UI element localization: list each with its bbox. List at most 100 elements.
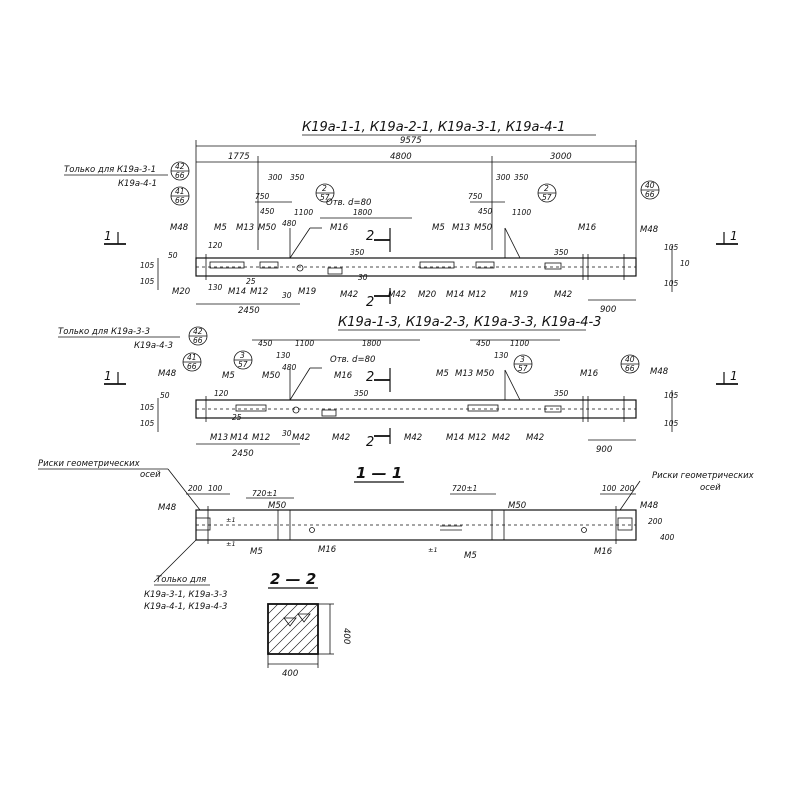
dim-3000: 3000 [550, 152, 572, 162]
leader-axis-left [167, 468, 201, 511]
note-k19a-43: К19а-4-3 [134, 341, 173, 351]
balloon-41-66-b: 41 66 [182, 352, 202, 372]
dim-50-l2: 50 [160, 391, 170, 400]
balloon-41-66-b-top: 41 [187, 353, 197, 362]
mark-m12-3: М12 [252, 433, 270, 443]
dim-480-a: 480 [282, 219, 297, 228]
mark-m48-s1: М48 [158, 503, 177, 513]
section-marker-1-left-a: 1 [104, 229, 126, 245]
section-1-left-b-label: 1 [104, 369, 112, 383]
dim-105-l3: 105 [140, 403, 155, 412]
mark-m13-4: М13 [210, 433, 228, 443]
mark-m5-4: М5 [436, 369, 449, 379]
balloon-3-57-a: 3 57 [233, 350, 253, 370]
balloon-42-66-b-top: 42 [193, 327, 203, 336]
hole-note-1: Отв. d=80 [326, 198, 371, 208]
leader-only-for [153, 539, 197, 583]
note-axis-left: Риски геометрических [38, 459, 141, 469]
dim-30-c1: 30 [282, 291, 292, 300]
dim-pm1-c: ±1 [428, 546, 438, 554]
balloon-2-57-b-bottom: 57 [542, 193, 552, 202]
mark-m16-s2: М16 [594, 547, 613, 557]
dim-25-c2: 25 [232, 413, 242, 422]
mark-m13-2: М13 [452, 223, 470, 233]
dim-450-b: 450 [478, 207, 493, 216]
leader-axis-right [619, 480, 641, 511]
mark-m16-4: М16 [580, 369, 599, 379]
section-marker-2-bottom-b: 2 [366, 428, 391, 450]
dim-350-a: 350 [290, 173, 305, 182]
section-1-1-title: 1 — 1 [356, 464, 402, 482]
dim-1775: 1775 [228, 152, 250, 162]
dim-105-r3: 105 [664, 391, 679, 400]
mark-m14-1: М14 [228, 287, 246, 297]
mark-m42-6: М42 [404, 433, 422, 443]
balloon-41-66-b-bottom: 66 [187, 362, 197, 371]
mark-m14-4: М14 [446, 433, 464, 443]
dim-400-side: 400 [341, 628, 351, 644]
section-2-2-cross-section [267, 603, 334, 668]
mark-m16-1: М16 [330, 223, 349, 233]
balloon-2-57-a-top: 2 [322, 184, 327, 193]
mark-m13-3: М13 [455, 369, 473, 379]
balloon-41-66-a-top: 41 [175, 187, 185, 196]
view2-title: К19а-1-3, К19а-2-3, К19а-3-3, К19а-4-3 [338, 315, 601, 330]
dim-300-a: 300 [268, 173, 283, 182]
dim-2450-2: 2450 [232, 449, 254, 459]
dim-450-c: 450 [258, 339, 273, 348]
mark-m42-8: М42 [526, 433, 544, 443]
section-marker-2-bottom-a: 2 [366, 288, 391, 310]
dim-100-r: 100 [602, 484, 617, 493]
dim-2450-1: 2450 [238, 306, 260, 316]
mark-m12-4: М12 [468, 433, 486, 443]
mark-m42-7: М42 [492, 433, 510, 443]
dim-1100-d: 1100 [510, 339, 529, 348]
dim-750-a: 750 [255, 192, 270, 201]
section-marker-1-left-b: 1 [104, 369, 126, 385]
mark-m5-s2: М5 [464, 551, 477, 561]
dim-pm1-a: ±1 [226, 516, 236, 524]
balloon-42-66-b: 42 66 [188, 326, 208, 346]
dim-30-c2: 30 [358, 273, 368, 282]
note-k19a-41: К19а-4-1 [118, 179, 157, 189]
dim-120-l2: 120 [214, 389, 229, 398]
mark-m13-1: М13 [236, 223, 254, 233]
mark-m42-4: М42 [292, 433, 310, 443]
note-only-31: Только для К19а-3-1 [64, 165, 156, 175]
mark-m50-1: М50 [258, 223, 276, 233]
dim-900-1: 900 [600, 305, 616, 315]
dim-720-l: 720±1 [252, 489, 277, 498]
dim-130-l1: 130 [208, 283, 223, 292]
note-only-list2: К19а-4-1, К19а-4-3 [144, 602, 227, 612]
dim-25-c1: 25 [246, 277, 256, 286]
section-2-top-a-label: 2 [366, 229, 374, 244]
mark-m5-2: М5 [432, 223, 445, 233]
note-axis-right: Риски геометрических [652, 471, 755, 481]
mark-m42-3: М42 [554, 290, 572, 300]
balloon-2-57-a-bottom: 57 [320, 193, 330, 202]
dim-350-c4: 350 [554, 389, 569, 398]
balloon-40-66-a-bottom: 66 [645, 190, 655, 199]
view1-title: К19а-1-1, К19а-2-1, К19а-3-1, К19а-4-1 [302, 120, 565, 135]
balloon-41-66-a: 41 66 [170, 186, 190, 206]
mark-m19-2: М19 [510, 290, 528, 300]
dim-105-r4: 105 [664, 419, 679, 428]
mark-m48-r2: М48 [650, 367, 669, 377]
section-2-top-b-label: 2 [366, 370, 374, 385]
balloon-3-57-b: 3 57 [513, 354, 533, 374]
dim-1800-b: 1800 [362, 339, 381, 348]
section-1-1-beam [195, 506, 637, 544]
beam-view-2 [195, 367, 637, 422]
section-1-right-b-label: 1 [730, 369, 738, 383]
mark-m42-1: М42 [340, 290, 358, 300]
dim-1100-a: 1100 [294, 208, 313, 217]
mark-m5-3: М5 [222, 371, 235, 381]
mark-m50-3: М50 [262, 371, 280, 381]
balloon-2-57-b-top: 2 [544, 184, 549, 193]
mark-m50-s2: М50 [508, 501, 526, 511]
beam-view-1 [195, 227, 637, 280]
dim-450-d: 450 [476, 339, 491, 348]
balloon-40-66-b: 40 66 [620, 354, 640, 374]
dim-750-b: 750 [468, 192, 483, 201]
mark-m16-s1: М16 [318, 545, 337, 555]
